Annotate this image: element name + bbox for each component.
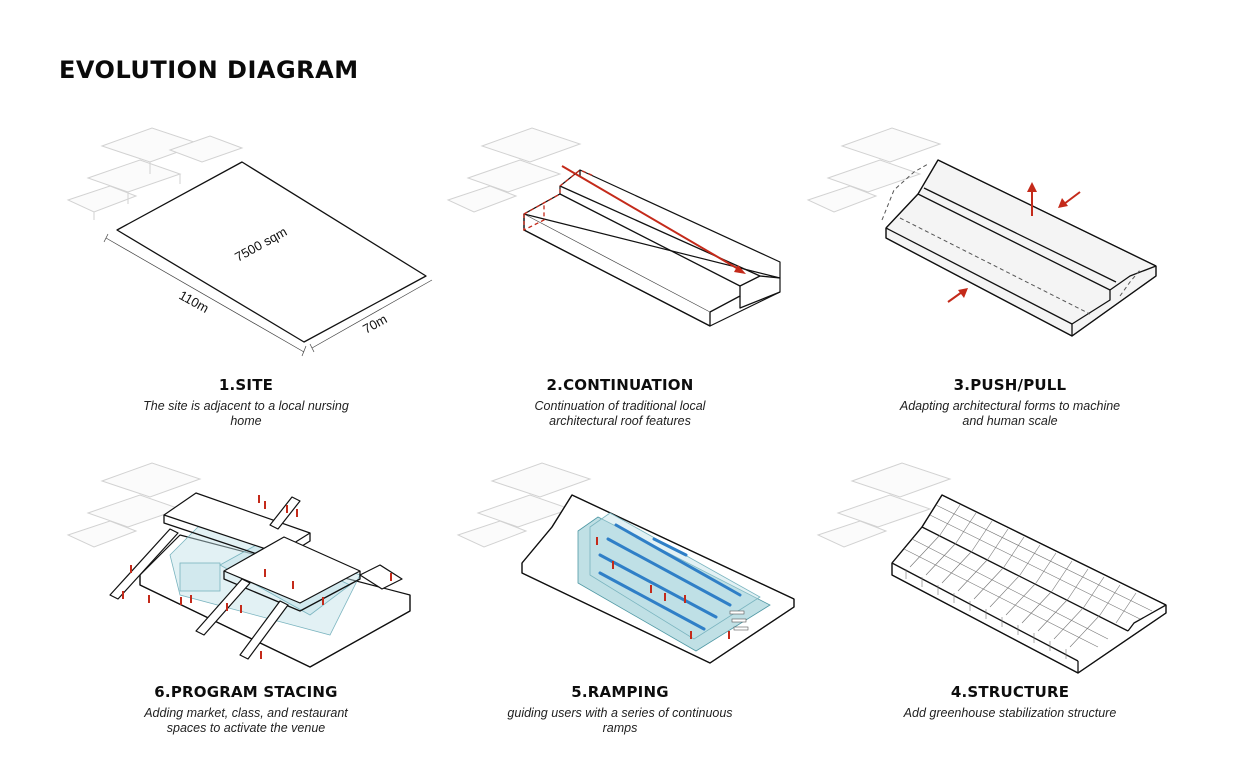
original-outline-dashed: [881, 163, 929, 221]
continuation-arrow: [561, 165, 741, 271]
panel-title: 3.PUSH/PULL: [953, 376, 1067, 394]
panel-title: 6.PROGRAM STACING: [154, 683, 338, 701]
neighbor-buildings-ghost: [816, 462, 952, 548]
neighbor-buildings-ghost: [806, 127, 942, 213]
structure-diagram: [816, 462, 1167, 674]
greenhouse-structure: [891, 494, 1167, 674]
activity-markers: [596, 537, 730, 639]
adapted-volume: [885, 159, 1157, 337]
panel-description: Adding market, class, and restaurant spa…: [144, 706, 348, 735]
push-arrow-right: [1063, 191, 1081, 205]
structure-grid: [903, 504, 1153, 659]
push-pull-diagram: [806, 127, 1157, 337]
panel-title: 2.CONTINUATION: [546, 376, 694, 394]
dimension-line-width: [311, 279, 433, 349]
panel-description: Add greenhouse stabilization structure: [903, 706, 1117, 720]
dimension-line-length: [105, 237, 305, 353]
caption-site: 1.SITE The site is adjacent to a local n…: [96, 376, 396, 429]
ramp-legs: [109, 496, 301, 660]
page-title: EVOLUTION DIAGRAM: [59, 56, 359, 84]
panel-description: Continuation of traditional local archit…: [534, 399, 706, 428]
site-diagram: 7500 sqm 110m 70m: [66, 127, 433, 357]
site-length-label: 110m: [177, 288, 212, 316]
caption-continuation: 2.CONTINUATION Continuation of tradition…: [470, 376, 770, 429]
panel-description: Adapting architectural forms to machine …: [899, 399, 1121, 428]
caption-structure: 4.STRUCTURE Add greenhouse stabilization…: [860, 683, 1160, 721]
neighbor-buildings-ghost: [446, 127, 582, 213]
activity-markers: [122, 495, 392, 659]
extruded-roof-volume: [523, 169, 781, 327]
caption-program-stacing: 6.PROGRAM STACING Adding market, class, …: [96, 683, 396, 736]
access-stairs: [729, 610, 749, 631]
ramping-diagram: [456, 462, 795, 664]
ramps: [598, 523, 742, 631]
stacked-slabs: [163, 492, 403, 612]
caption-push-pull: 3.PUSH/PULL Adapting architectural forms…: [860, 376, 1160, 429]
panel-title: 1.SITE: [218, 376, 274, 394]
site-width-label: 70m: [360, 311, 389, 336]
push-arrow-left: [947, 291, 963, 303]
caption-ramping: 5.RAMPING guiding users with a series of…: [470, 683, 770, 736]
panel-description: The site is adjacent to a local nursing …: [143, 399, 349, 428]
panel-title: 4.STRUCTURE: [950, 683, 1070, 701]
continuation-diagram: [446, 127, 781, 327]
site-boundary: [116, 161, 427, 343]
roof-profile-dashed: [523, 169, 595, 215]
program-stacing-diagram: [66, 462, 411, 668]
panel-description: guiding users with a series of continuou…: [507, 706, 733, 735]
neighbor-buildings-ghost: [66, 462, 202, 548]
site-area-label: 7500 sqm: [232, 224, 289, 265]
neighbor-buildings-ghost: [66, 127, 244, 220]
panel-title: 5.RAMPING: [571, 683, 669, 701]
